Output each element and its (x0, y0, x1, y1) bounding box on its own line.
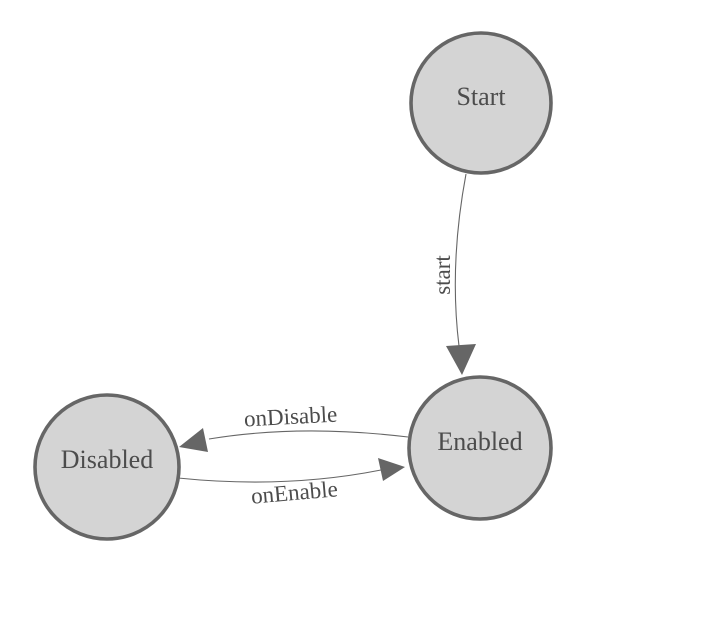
state-label-enabled: Enabled (437, 427, 522, 456)
edge-start-to-enabled: start (430, 173, 476, 375)
edge-label-start: start (430, 255, 455, 295)
arrowhead-into-enabled-from-start (446, 344, 476, 375)
state-label-start: Start (456, 82, 506, 111)
state-node-disabled: Disabled (33, 393, 181, 541)
state-label-disabled: Disabled (61, 445, 153, 474)
state-node-start: Start (409, 31, 553, 175)
edge-label-ondisable: onDisable (243, 402, 337, 432)
state-circle-enabled (407, 375, 553, 521)
arrowhead-into-enabled-from-disabled (378, 458, 405, 481)
edge-enabled-to-disabled-line (208, 430, 409, 440)
edge-enabled-to-disabled: onDisable (179, 402, 409, 452)
state-circle-start (409, 31, 553, 175)
state-circle-disabled (33, 393, 181, 541)
edge-disabled-to-enabled: onEnable (177, 458, 405, 509)
edge-label-onenable: onEnable (250, 476, 339, 508)
arrowhead-into-disabled (179, 428, 208, 452)
edge-start-to-enabled-line (454, 173, 467, 347)
edge-disabled-to-enabled-line (177, 469, 382, 483)
state-node-enabled: Enabled (407, 375, 553, 521)
